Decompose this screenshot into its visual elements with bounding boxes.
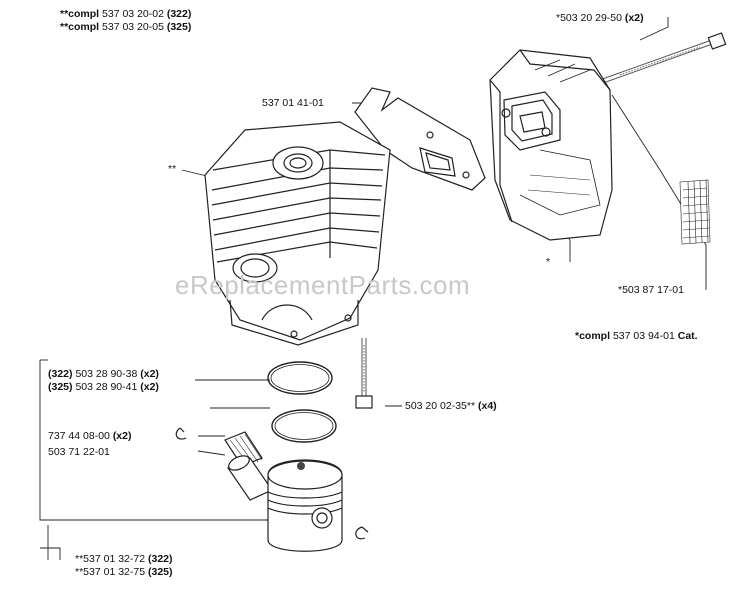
spark-arrestor-screen xyxy=(679,179,711,245)
label-muffler: * xyxy=(546,256,551,268)
label-piston-322: **537 01 32-72 (322) xyxy=(75,553,173,565)
label-compl-322: **compl 537 03 20-02 (322) xyxy=(60,8,192,20)
label-ring-322: (322) 503 28 90-38 (x2) xyxy=(48,368,159,380)
piston xyxy=(267,459,343,552)
muffler xyxy=(489,49,613,241)
cylinder xyxy=(204,121,391,346)
label-ring-325: (325) 503 28 90-41 (x2) xyxy=(48,381,159,393)
label-piston-325: **537 01 32-75 (325) xyxy=(75,566,173,578)
label-long-bolt: *503 20 29-50 (x2) xyxy=(556,12,644,24)
label-compl-325: **compl 537 03 20-05 (325) xyxy=(60,21,192,33)
watermark: eReplacementParts.com xyxy=(175,270,471,300)
label-bearing: 503 71 22-01 xyxy=(48,446,110,458)
label-muffler-complete: *compl 537 03 94-01 Cat. xyxy=(575,330,698,342)
circlip-top xyxy=(175,427,187,440)
long-bolt xyxy=(599,32,727,85)
label-cylinder: ** xyxy=(168,163,177,175)
piston-pin xyxy=(227,455,273,501)
circlip-bottom xyxy=(355,526,369,540)
label-short-bolt: 503 20 02-35** (x4) xyxy=(405,400,497,412)
short-bolt xyxy=(355,338,373,409)
label-screen: *503 87 17-01 xyxy=(618,284,684,296)
muffler-gasket xyxy=(354,87,486,191)
piston-rings xyxy=(267,361,337,443)
label-gasket: 537 01 41-01 xyxy=(262,97,324,109)
label-circlip: 737 44 08-00 (x2) xyxy=(48,430,132,442)
